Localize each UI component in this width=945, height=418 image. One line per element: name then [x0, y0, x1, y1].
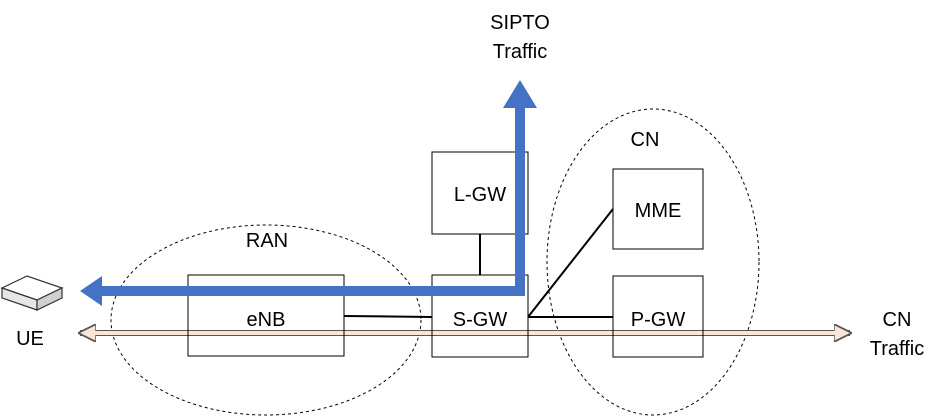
ran-region: [110, 224, 422, 416]
router-device-icon: [0, 275, 64, 311]
pgw-label: P-GW: [631, 309, 686, 331]
enb-label: eNB: [247, 309, 286, 331]
cn-label: CN: [631, 129, 660, 151]
sipto-arrowhead-up: [503, 80, 537, 108]
sipto-arrowhead-left: [80, 276, 102, 306]
cn-traffic-label-line2: Traffic: [870, 338, 924, 360]
ran-label: RAN: [246, 230, 288, 252]
mme-label: MME: [635, 200, 682, 222]
sipto-traffic-path: [102, 108, 525, 296]
lgw-label: L-GW: [454, 184, 506, 206]
ue-label: UE: [16, 328, 44, 350]
cn-traffic-label-line1: CN: [883, 309, 912, 331]
sgw-mme-link: [527, 208, 614, 318]
sipto-traffic-label-line2: Traffic: [493, 41, 547, 63]
sipto-traffic-label-line1: SIPTO: [490, 12, 550, 34]
enb-box: [187, 274, 345, 357]
cn-region: [546, 108, 760, 416]
enb-sgw-link: [343, 315, 433, 318]
sgw-label: S-GW: [453, 309, 508, 331]
